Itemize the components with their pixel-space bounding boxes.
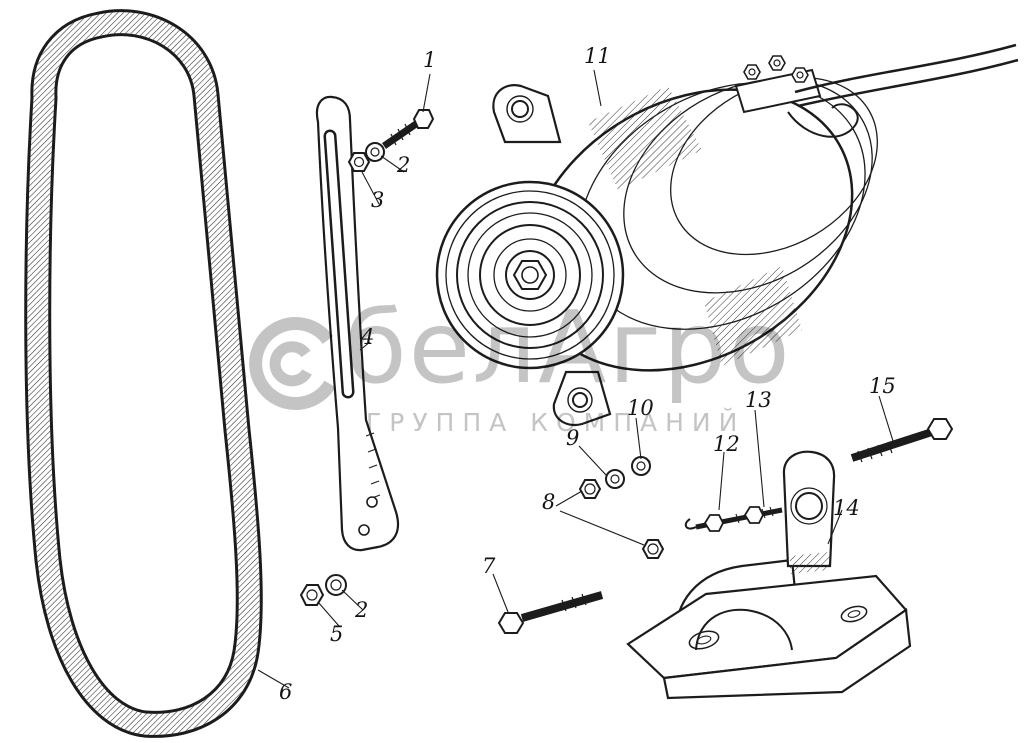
mid-fasteners xyxy=(578,456,665,559)
callout-2b: 2 xyxy=(355,598,369,622)
nut xyxy=(703,514,725,532)
saddle-cut xyxy=(695,608,793,651)
stator-hatch xyxy=(588,86,702,190)
washer xyxy=(365,142,385,162)
nut xyxy=(743,506,765,524)
pulley xyxy=(435,180,625,370)
nut xyxy=(578,479,602,499)
arm-bottom-fasteners xyxy=(299,574,347,606)
bolt-head xyxy=(926,418,954,440)
terminal-nut xyxy=(743,64,761,80)
mounting-bracket xyxy=(626,450,912,700)
callout-10: 10 xyxy=(627,396,654,420)
bracket-base-front xyxy=(662,608,912,700)
callout-8: 8 xyxy=(542,490,556,514)
callout-11: 11 xyxy=(584,44,611,68)
callout-14: 14 xyxy=(833,496,860,520)
nut xyxy=(299,584,325,606)
callout-5: 5 xyxy=(330,622,344,646)
v-belt xyxy=(24,9,263,738)
callout-4: 4 xyxy=(361,325,375,349)
callout-2: 2 xyxy=(397,153,411,177)
wires xyxy=(787,43,1019,138)
terminal-nut xyxy=(768,55,786,71)
callout-12: 12 xyxy=(713,432,740,456)
callout-1: 1 xyxy=(423,48,437,72)
pulley-nut xyxy=(512,260,548,290)
terminal-nut xyxy=(791,67,809,83)
bolt-1-assembly xyxy=(347,109,435,172)
callout-7: 7 xyxy=(482,554,496,578)
bolt-head xyxy=(497,612,525,634)
callout-6: 6 xyxy=(279,680,293,704)
washer xyxy=(605,469,625,489)
washer xyxy=(325,574,347,596)
bolt-15 xyxy=(850,418,954,463)
tension-arm xyxy=(315,95,400,552)
housing-hatch xyxy=(704,266,802,366)
bolt-7 xyxy=(497,591,604,634)
nut xyxy=(347,152,371,172)
nut xyxy=(641,539,665,559)
callout-9: 9 xyxy=(566,426,580,450)
callout-15: 15 xyxy=(869,374,896,398)
base-slot xyxy=(840,605,868,623)
adjuster xyxy=(684,506,783,532)
callout-13: 13 xyxy=(745,388,772,412)
leader-lines xyxy=(257,69,894,689)
callout-3: 3 xyxy=(371,188,385,212)
bolt-head xyxy=(412,109,435,129)
